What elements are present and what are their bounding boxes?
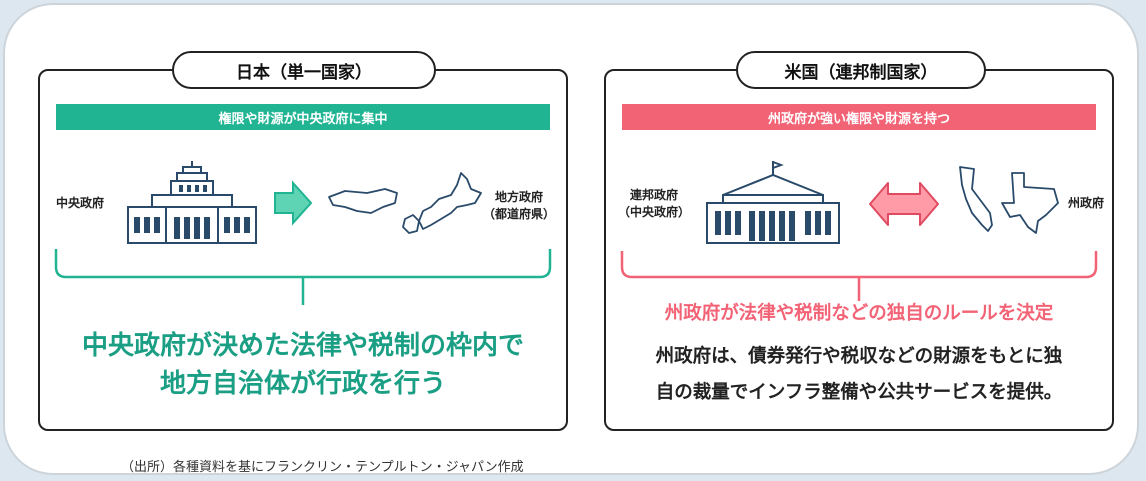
- japan-local-gov-label: 地方政府 （都道府県）: [483, 190, 556, 221]
- japan-central-gov-label: 中央政府: [56, 196, 105, 210]
- usa-headline: 州政府が法律や税制などの独自のルールを決定: [664, 303, 1054, 324]
- red-double-arrow-icon: [869, 182, 939, 226]
- japan-banner: 権限や財源が中央政府に集中: [56, 104, 550, 130]
- capitol-building-icon: [706, 161, 840, 244]
- japan-map-icon: [328, 172, 482, 234]
- japan-summary: 中央政府が決めた法律や税制の枠内で 地方自治体が行政を行う: [81, 331, 524, 399]
- usa-state-gov-label: 州政府: [1068, 196, 1105, 210]
- usa-federal-gov-label: 連邦政府 （中央政府）: [618, 188, 691, 219]
- usa-title: 米国（連邦制国家）: [736, 51, 986, 89]
- green-arrow-icon: [274, 180, 313, 226]
- japan-bracket: [54, 249, 552, 305]
- source-note: （出所）各種資料を基にフランクリン・テンプルトン・ジャパン作成: [121, 460, 524, 475]
- japan-panel: 日本（単一国家） 権限や財源が中央政府に集中 中央政府: [38, 51, 568, 431]
- japan-title: 日本（単一国家）: [172, 51, 436, 89]
- usa-panel: 米国（連邦制国家） 州政府が強い権限や財源を持つ 連邦政府 （中央政府） 州政府: [604, 51, 1114, 431]
- usa-body: 州政府は、債券発行や税収などの財源をもとに独 自の裁量でインフラ整備や公共サービ…: [655, 346, 1063, 403]
- diet-building-icon: [127, 161, 257, 244]
- us-states-map-icon: [959, 166, 1059, 234]
- usa-banner: 州政府が強い権限や財源を持つ: [622, 104, 1096, 130]
- usa-bracket: [620, 251, 1098, 301]
